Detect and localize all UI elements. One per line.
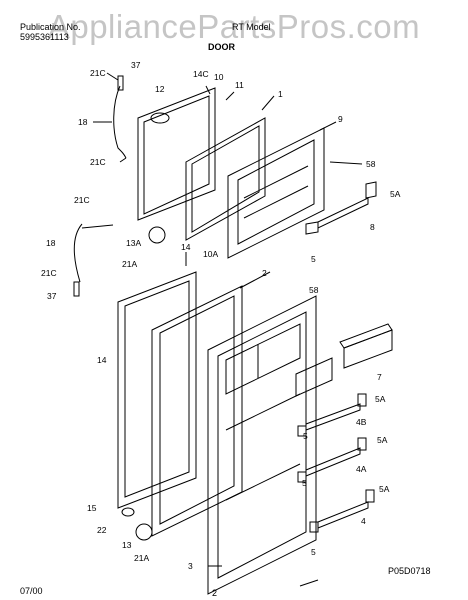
callout: 21C [41,268,57,278]
model-label: RT Model [232,22,271,32]
callout-labels: 37 21C 18 21C 12 14C 10 11 1 9 58 5A 8 5… [41,60,401,571]
callout: 21A [122,259,137,269]
dairy-door-7 [343,329,393,369]
publication-label: Publication No. [20,22,81,32]
callout: 7 [377,372,382,382]
callout: 5 [303,431,308,441]
callout: 37 [131,60,141,70]
shelf-bar-4A [305,447,361,477]
callout: 21C [90,157,106,167]
callout: 5 [311,547,316,557]
callout: 14 [97,355,107,365]
nameplate-12 [150,112,170,124]
footer-code: P05D0718 [388,566,431,576]
hinge-cover-13A [148,226,166,244]
callout: 14C [193,69,209,79]
door-stop-22 [121,507,135,517]
freezer-inner-liner [227,127,325,259]
callout: 2 [262,268,267,278]
callout: 13A [126,238,141,248]
callout: 9 [338,114,343,124]
callout: 8 [370,222,375,232]
callout: 3 [188,561,193,571]
fresh-food-outer-door [117,271,197,509]
callout: 4A [356,464,367,474]
callout: 5 [302,478,307,488]
shelf-bar-4B [305,403,361,431]
callout: 58 [309,285,319,295]
wire-harness-18-upper [113,85,127,159]
callout: 58 [366,159,376,169]
callout: 13 [122,540,132,550]
callout: 18 [46,238,56,248]
section-title: DOOR [208,42,235,52]
callout: 15 [87,503,97,513]
callout: 10 [214,72,224,82]
callout: 18 [78,117,88,127]
freezer-shelf-bar [317,197,369,229]
fresh-food-inner-liner [207,295,317,595]
footer-date: 07/00 [20,586,43,596]
callout: 37 [47,291,57,301]
dairy-bin [295,357,333,397]
callout: 14 [181,242,191,252]
callout: 21C [74,195,90,205]
publication-number: 5995361113 [20,32,69,42]
callout: 5A [379,484,390,494]
wire-harness-18-lower [73,223,83,283]
callout: 4B [356,417,367,427]
callout: 21A [134,553,149,563]
callout: 21C [90,68,106,78]
freezer-outer-door [137,87,216,221]
callout: 1 [278,89,283,99]
callout: 5A [375,394,386,404]
callout: 5A [390,189,401,199]
callout: 12 [155,84,165,94]
callout: 5A [377,435,388,445]
callout: 10A [203,249,218,259]
callout: 11 [235,80,244,90]
freezer-gasket [185,117,266,241]
callout: 22 [97,525,107,535]
hinge-cover-13 [135,523,153,541]
callout: 4 [361,516,366,526]
callout: 5 [311,254,316,264]
footer-page: 2 [212,588,218,598]
